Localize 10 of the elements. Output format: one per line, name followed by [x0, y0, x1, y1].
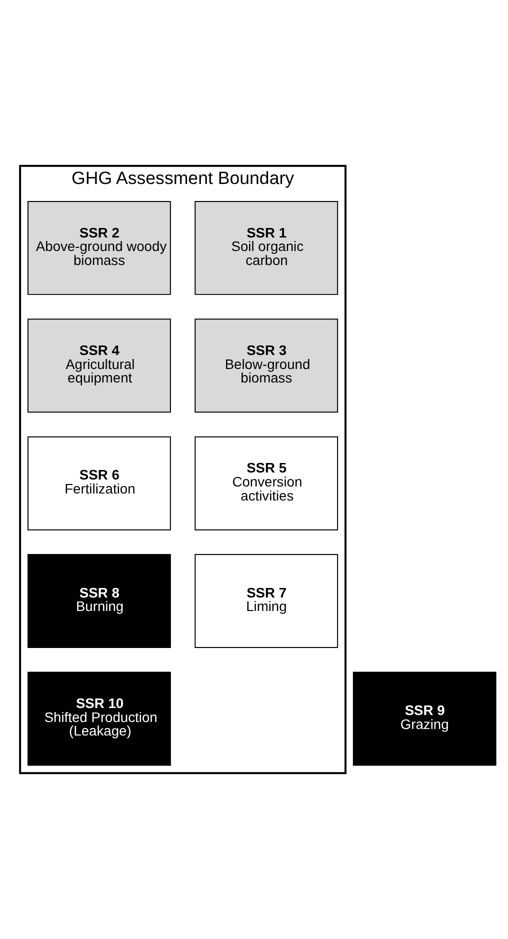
node-box: SSR 1 Soil organic carbon: [194, 200, 338, 295]
node-box: SSR 2 Above-ground woody biomass: [28, 200, 171, 295]
node-box: SSR 7 Liming: [194, 554, 338, 648]
node-box: SSR 8 Burning: [28, 554, 171, 648]
node-box: SSR 3 Below-ground biomass: [194, 318, 338, 413]
node-box: SSR 9 Grazing: [352, 672, 496, 766]
node-box: SSR 5 Conversion activities: [194, 436, 338, 530]
node-box: SSR 10 Shifted Production (Leakage): [28, 672, 171, 766]
node-box: SSR 4 Agricultural equipment: [28, 318, 171, 413]
node-box: SSR 6 Fertilization: [28, 436, 171, 530]
